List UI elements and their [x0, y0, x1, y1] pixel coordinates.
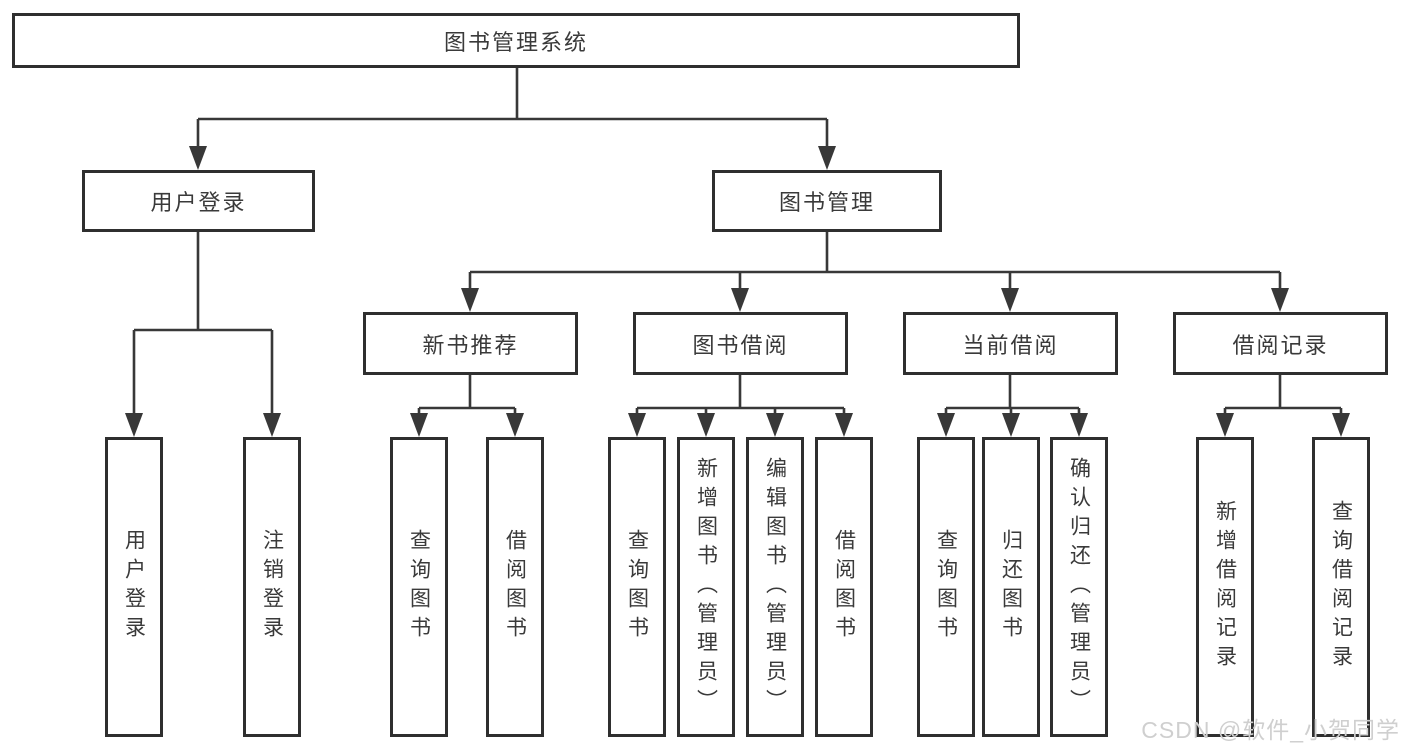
node-label: 注销登录 — [260, 529, 284, 645]
leaf-add-books-admin: 新增图书（管理员） — [677, 437, 735, 737]
node-label: 图书借阅 — [692, 332, 789, 358]
node-label: 用户登录 — [122, 529, 146, 645]
node-label: 图书管理系统 — [443, 29, 588, 55]
node-label: 查询图书 — [625, 529, 649, 645]
node-book-management: 图书管理 — [712, 170, 942, 232]
node-book-borrowing: 图书借阅 — [633, 312, 848, 375]
leaf-borrow-books-borrowing: 借阅图书 — [815, 437, 873, 737]
node-label: 新书推荐 — [422, 332, 519, 358]
node-label: 查询借阅记录 — [1329, 500, 1353, 674]
leaf-borrow-books-recommendation: 借阅图书 — [486, 437, 544, 737]
node-label: 用户登录 — [150, 190, 247, 215]
node-library-management-system: 图书管理系统 — [12, 13, 1020, 68]
node-borrowing-records: 借阅记录 — [1173, 312, 1388, 375]
node-label: 确认归还（管理员） — [1067, 456, 1091, 718]
leaf-confirm-return-admin: 确认归还（管理员） — [1050, 437, 1108, 737]
node-label: 新增借阅记录 — [1213, 500, 1237, 674]
node-label: 归还图书 — [999, 529, 1023, 645]
node-new-book-recommendation: 新书推荐 — [363, 312, 578, 375]
node-user-login: 用户登录 — [82, 170, 315, 232]
leaf-return-books: 归还图书 — [982, 437, 1040, 737]
arrowheads — [125, 146, 1350, 437]
leaf-query-books-borrowing: 查询图书 — [608, 437, 666, 737]
leaf-user-login: 用户登录 — [105, 437, 163, 737]
leaf-query-borrow-record: 查询借阅记录 — [1312, 437, 1370, 737]
node-label: 借阅图书 — [832, 529, 856, 645]
leaf-add-borrow-record: 新增借阅记录 — [1196, 437, 1254, 737]
node-label: 查询图书 — [934, 529, 958, 645]
node-label: 借阅图书 — [503, 529, 527, 645]
leaf-edit-books-admin: 编辑图书（管理员） — [746, 437, 804, 737]
leaf-logout: 注销登录 — [243, 437, 301, 737]
node-label: 图书管理 — [778, 190, 875, 215]
node-label: 查询图书 — [407, 529, 431, 645]
node-current-borrowing: 当前借阅 — [903, 312, 1118, 375]
node-label: 当前借阅 — [962, 332, 1059, 358]
node-label: 新增图书（管理员） — [694, 456, 718, 718]
node-label: 借阅记录 — [1232, 332, 1329, 358]
csdn-watermark: CSDN @软件_小贺同学 — [1141, 717, 1400, 743]
leaf-query-books-recommendation: 查询图书 — [390, 437, 448, 737]
node-label: 编辑图书（管理员） — [763, 456, 787, 718]
leaf-query-books-current: 查询图书 — [917, 437, 975, 737]
